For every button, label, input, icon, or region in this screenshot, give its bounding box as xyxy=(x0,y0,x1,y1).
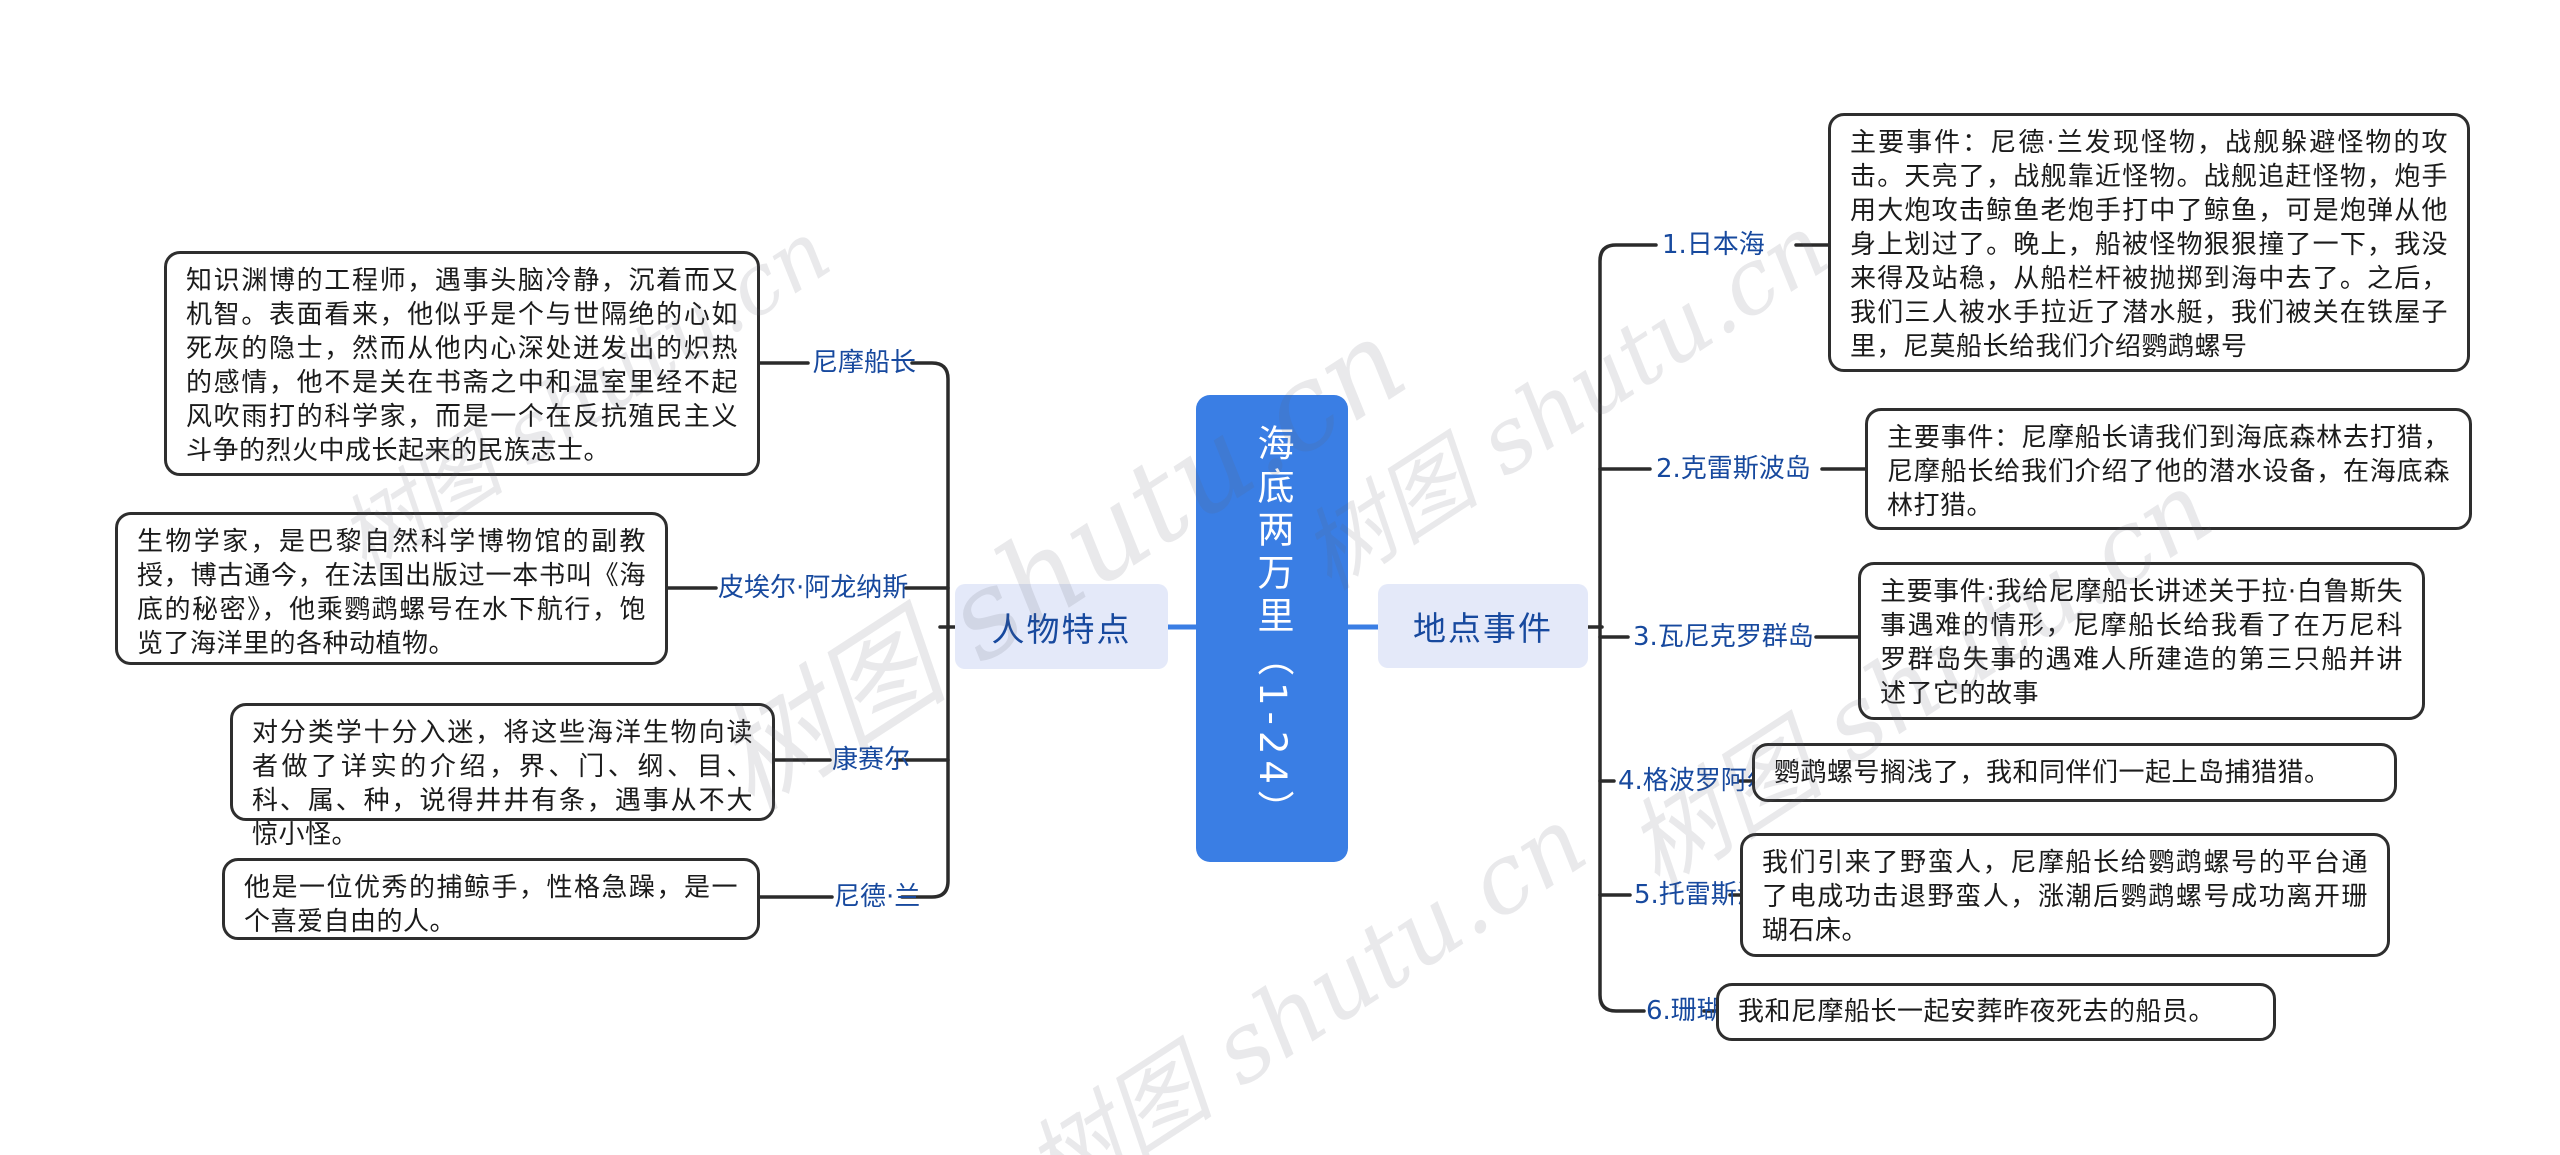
event-desc-japan-sea[interactable]: 主要事件：尼德·兰发现怪物，战舰躲避怪物的攻击。天亮了，战舰靠近怪物。战舰追赶怪… xyxy=(1828,113,2470,372)
location-label-crespo[interactable]: 2.克雷斯波岛 xyxy=(1656,454,1811,484)
event-desc-vanikoro[interactable]: 主要事件:我给尼摩船长讲述关于拉·白鲁斯失事遇难的情形，尼摩船长给我看了在万尼科… xyxy=(1858,562,2425,720)
character-label-conseil[interactable]: 康赛尔 xyxy=(832,745,911,775)
location-label-japan-sea[interactable]: 1.日本海 xyxy=(1662,230,1765,260)
location-label-vanikoro[interactable]: 3.瓦尼克罗群岛 xyxy=(1633,622,1814,652)
event-desc-torres[interactable]: 我们引来了野蛮人，尼摩船长给鹦鹉螺号的平台通了电成功击退野蛮人，涨潮后鹦鹉螺号成… xyxy=(1740,833,2390,957)
branch-node-characters[interactable]: 人物特点 xyxy=(955,584,1168,669)
event-desc-crespo[interactable]: 主要事件：尼摩船长请我们到海底森林去打猎，尼摩船长给我们介绍了他的潜水设备，在海… xyxy=(1865,408,2472,530)
character-label-aronnax[interactable]: 皮埃尔·阿龙纳斯 xyxy=(718,573,909,603)
branch-node-locations[interactable]: 地点事件 xyxy=(1378,584,1588,668)
event-desc-gueboroar[interactable]: 鹦鹉螺号搁浅了，我和同伴们一起上岛捕猎猎。 xyxy=(1752,743,2397,802)
event-desc-coral[interactable]: 我和尼摩船长一起安葬昨夜死去的船员。 xyxy=(1716,983,2276,1041)
character-label-nemo[interactable]: 尼摩船长 xyxy=(812,348,917,378)
character-desc-ned[interactable]: 他是一位优秀的捕鲸手，性格急躁，是一个喜爱自由的人。 xyxy=(222,858,760,940)
character-desc-conseil[interactable]: 对分类学十分入迷，将这些海洋生物向读者做了详实的介绍，界、门、纲、目、科、属、种… xyxy=(230,703,775,850)
root-node[interactable]: 海底两万里（1-24） xyxy=(1196,395,1348,862)
character-desc-nemo[interactable]: 知识渊博的工程师，遇事头脑冷静，沉着而又机智。表面看来，他似乎是个与世隔绝的心如… xyxy=(164,251,760,476)
character-label-ned[interactable]: 尼德·兰 xyxy=(834,882,921,912)
character-desc-aronnax[interactable]: 生物学家，是巴黎自然科学博物馆的副教授，博古通今，在法国出版过一本书叫《海底的秘… xyxy=(115,512,668,665)
